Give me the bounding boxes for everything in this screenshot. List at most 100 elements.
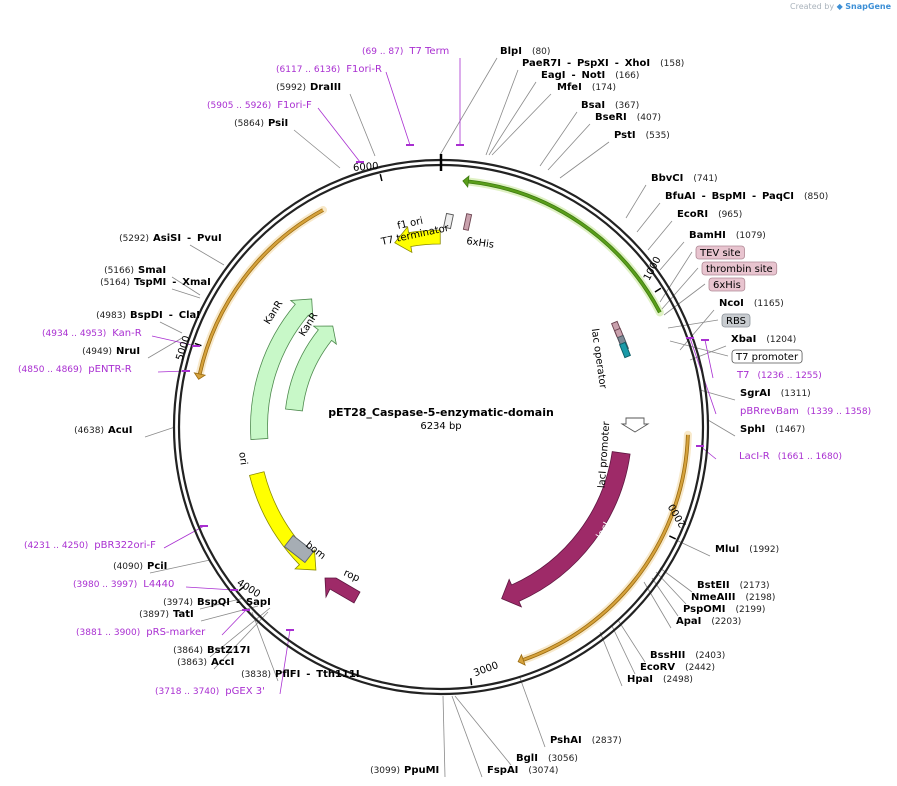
enzyme-name: BspDI [130,310,163,321]
enzyme-position: (174) [592,83,616,93]
feature-box-background [708,277,746,292]
primer-name: pENTR-R [88,364,131,375]
enzyme-name: NcoI [719,298,744,309]
enzyme-position: (965) [718,210,742,220]
enzyme-site: (3974)BspQI-SapI [163,597,271,608]
connector-line [171,276,201,296]
enzyme-position: (741) [693,174,717,184]
connector-line [189,244,225,266]
enzyme-name: ClaI [179,310,200,321]
primer-position: (4850 .. 4869) [18,365,82,375]
enzyme-separator: - [752,191,756,202]
credit-prefix: Created by [790,2,835,11]
connector-line [385,71,411,146]
feature-box-background [721,313,751,328]
connector-line [171,288,201,299]
enzyme-position: (4090) [113,562,143,572]
enzyme-name: XbaI [731,334,756,345]
enzyme-site: EagI-NotI(166) [541,70,639,81]
primer-binding-site: (3980 .. 3997)L4440 [73,579,174,590]
enzyme-position: (4983) [96,311,126,321]
enzyme-position: (5992) [276,83,306,93]
enzyme-position: (4949) [82,347,112,357]
enzyme-name: BamHI [689,230,726,241]
enzyme-name: SgrAI [740,388,771,399]
enzyme-name: PciI [147,561,167,572]
enzyme-separator: - [236,597,240,608]
feature-box-label: T7 promoter [731,349,803,364]
enzyme-position: (5292) [119,234,149,244]
primer-binding-site: LacI-R(1661 .. 1680) [739,451,842,462]
primer-name: pBR322ori-F [94,540,156,551]
primer-binding-site: (4231 .. 4250)pBR322ori-F [24,540,156,551]
primer-binding-site: pBRrevBam(1339 .. 1358) [740,406,871,417]
feature-arrows [193,175,692,666]
enzyme-site: (3838)PflFI-Tth111I [241,669,360,680]
connector-line [491,93,552,156]
primer-name: LacI-R [739,451,770,462]
enzyme-site: NcoI(1165) [719,298,784,309]
enzyme-name: BlpI [500,46,522,57]
feature-box-label: TEV site [695,245,745,260]
kanr-arrow-outer [250,298,314,440]
primer-name: F1ori-F [277,100,312,111]
enzyme-site: BfuAI-BspMI-PaqCI(850) [665,191,828,202]
enzyme-position: (3099) [370,766,400,776]
feature-box-text: RBS [726,316,746,327]
connector-line [655,571,687,605]
connector-line [547,123,591,171]
tick-label: 6000 [353,161,379,174]
connector-line [485,69,519,156]
connector-line [659,241,685,271]
enzyme-position: (4638) [74,426,104,436]
enzyme-site: MfeI(174) [557,82,616,93]
tick-label: 3000 [472,660,500,679]
enzyme-position: (3897) [139,610,169,620]
enzyme-position: (2442) [685,663,715,673]
enzyme-name: SmaI [138,265,166,276]
enzyme-site: HpaI(2498) [627,674,693,685]
enzyme-separator: - [571,70,575,81]
snapgene-logo-icon: ◆ [836,2,843,11]
enzyme-site: EcoRI(965) [677,209,742,220]
enzyme-name: AccI [211,657,234,668]
feature-label: rop [342,568,361,585]
enzyme-position: (3974) [163,598,193,608]
feature-box-text: thrombin site [706,264,773,275]
feature-label: 6xHis [466,236,495,251]
connector-line [643,581,672,629]
enzyme-name: PshAI [550,735,582,746]
primer-position: (3881 .. 3900) [76,628,140,638]
enzyme-name: TspMI [134,277,166,288]
enzyme-name: MluI [715,544,739,555]
connector-lines [144,57,736,778]
enzyme-position: (3838) [241,670,271,680]
feature-arc-cds-green [462,175,664,317]
enzyme-name: PvuI [197,233,222,244]
primer-binding-site: (5905 .. 5926)F1ori-F [207,100,312,111]
connector-line [599,631,623,687]
connector-line [349,93,376,157]
enzyme-separator: - [615,58,619,69]
enzyme-name: AcuI [108,425,133,436]
feature-box-background [695,245,745,260]
connector-line [659,251,693,303]
enzyme-name: BseRI [595,112,627,123]
feature-box-label: thrombin site [701,261,778,276]
enzyme-separator: - [187,233,191,244]
enzyme-position: (1311) [781,389,811,399]
enzyme-site: NmeAIII(2198) [691,592,775,603]
enzyme-site: (4983)BspDI-ClaI [96,310,200,321]
enzyme-position: (367) [615,101,639,111]
map-labels: 100020003000400050006000BlpI(80)PaeR7I-P… [18,46,871,776]
enzyme-name: ApaI [676,616,701,627]
enzyme-site: PaeR7I-PspXI-XhoI(158) [522,58,684,69]
connector-line [251,611,279,682]
feature-arc-orange-right [517,430,692,666]
connector-line [667,319,719,329]
enzyme-name: HpaI [627,674,653,685]
enzyme-name: NruI [116,346,140,357]
enzyme-position: (3056) [548,754,578,764]
connector-line [559,141,610,179]
